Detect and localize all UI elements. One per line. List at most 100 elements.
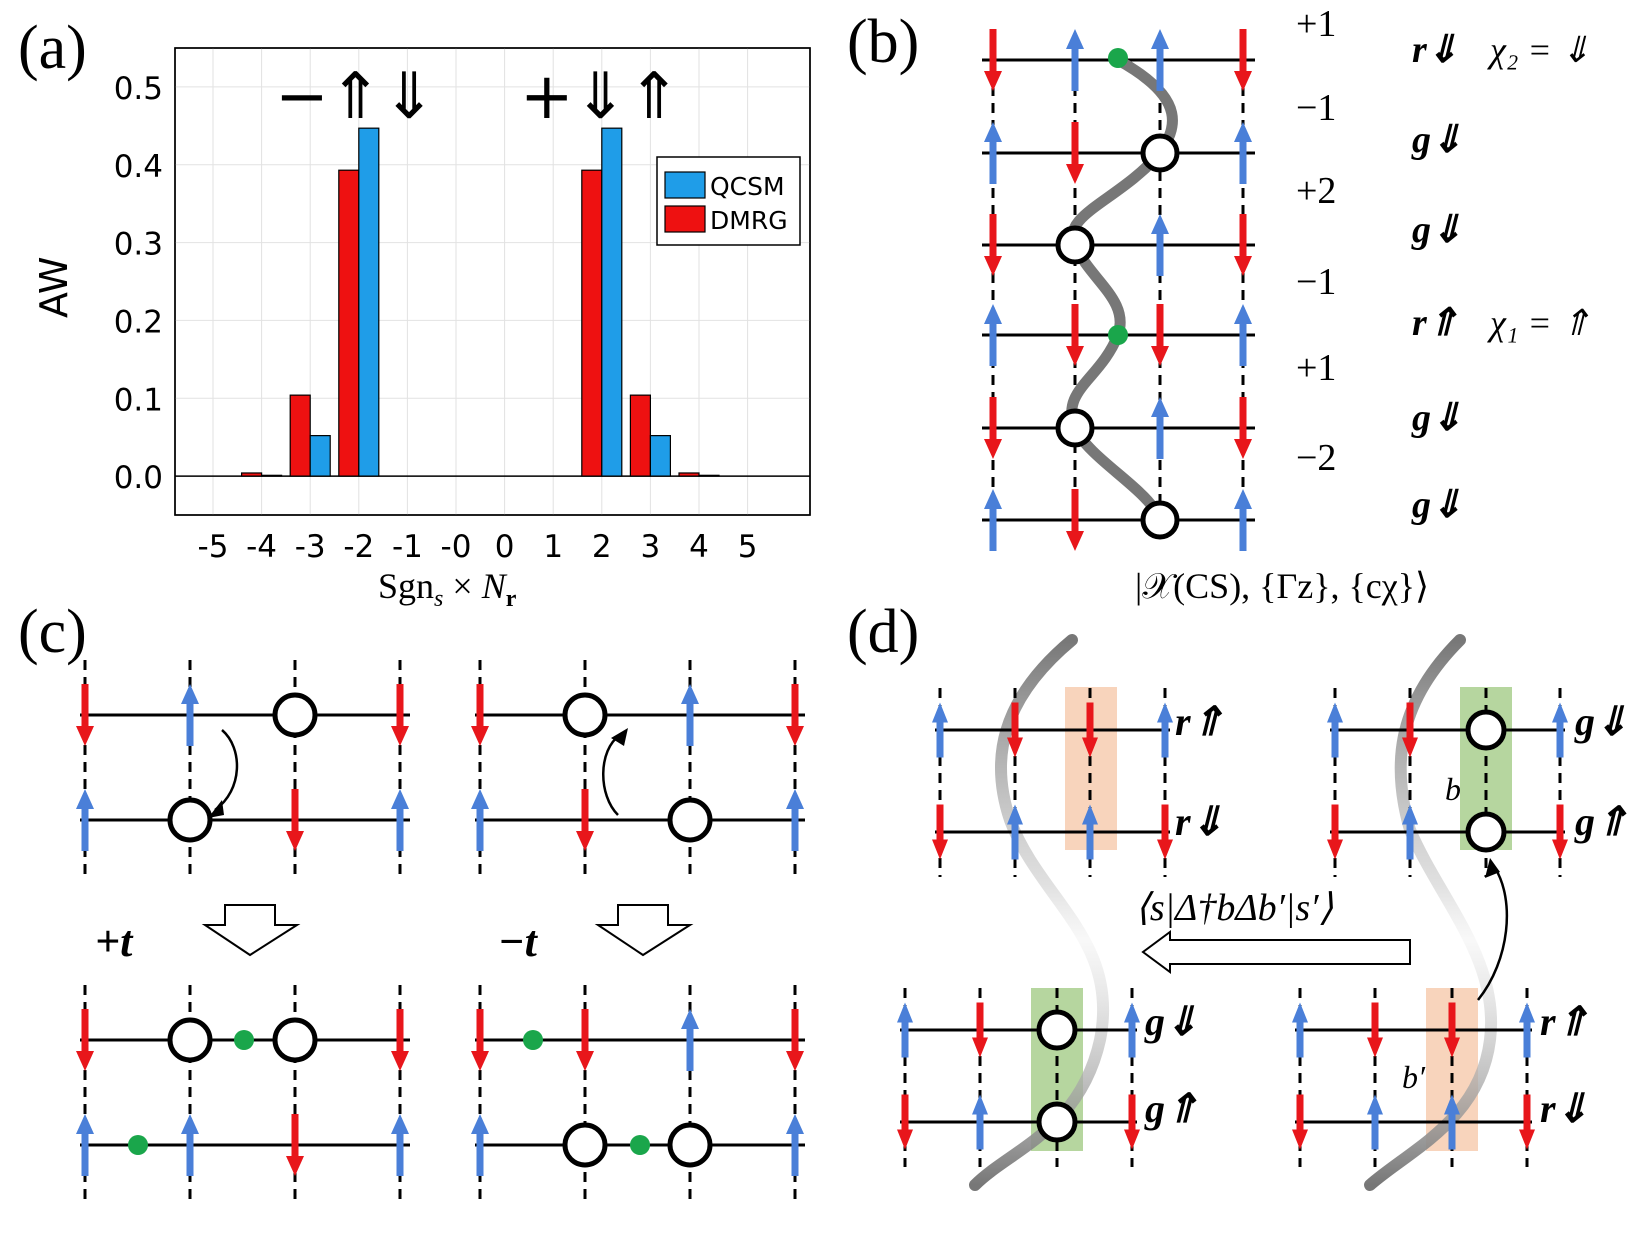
b-label: b — [1445, 771, 1461, 807]
spin-up-icon — [972, 1094, 988, 1115]
spin-up-icon — [1292, 1002, 1308, 1023]
x-tick-label: -3 — [295, 529, 326, 565]
n-1: +1 — [1296, 3, 1336, 45]
spin-up-icon — [984, 304, 1002, 324]
label-tr-1: g⇓ — [1574, 699, 1629, 744]
spin-up-icon — [984, 122, 1002, 142]
row-label-2: g⇓ — [1411, 119, 1463, 161]
hop-arrow-left — [214, 729, 239, 812]
legend-swatch-dmrg — [664, 205, 706, 233]
lattice-d — [897, 688, 1568, 1167]
n-2: −1 — [1296, 87, 1336, 129]
spin-up-icon — [1402, 804, 1418, 825]
row-label-4: r⇑ — [1412, 302, 1459, 344]
spin-up-icon — [786, 1114, 804, 1134]
spin-up-icon — [471, 1114, 489, 1134]
panel-c: (c) +t −t — [18, 598, 805, 1205]
spin-up-icon — [1234, 122, 1252, 142]
hole-dot — [234, 1030, 254, 1050]
spin-down-icon — [286, 831, 304, 851]
bar-qcsm — [261, 474, 283, 477]
b-prime-label: b′ — [1402, 1059, 1426, 1095]
panel-b: (b) +1 −1 +2 −1 +1 −2 r⇓ g⇓ g⇓ r⇑ g⇓ g⇓ … — [847, 3, 1591, 606]
hole-circle — [1465, 811, 1507, 853]
spin-up-icon — [1519, 1002, 1535, 1023]
spin-down-icon — [932, 839, 948, 860]
y-tick-label: 0.4 — [114, 149, 163, 185]
panel-b-label: (b) — [847, 8, 919, 76]
spin-up-icon — [1234, 489, 1252, 509]
spin-up-icon — [471, 789, 489, 809]
spin-up-icon — [1552, 702, 1568, 723]
hole-circle — [167, 797, 213, 843]
hole-circle — [1036, 1101, 1078, 1143]
y-tick-label: 0.5 — [114, 71, 163, 107]
spin-down-icon — [286, 1156, 304, 1176]
spin-down-icon — [471, 1051, 489, 1071]
spin-up-icon — [681, 684, 699, 704]
hole-circle — [667, 1122, 713, 1168]
spin-down-icon — [1402, 737, 1418, 758]
string-right — [1364, 634, 1498, 1191]
spin-down-icon — [1367, 1037, 1383, 1058]
spin-down-icon — [1151, 346, 1169, 366]
label-br-2: r⇓ — [1540, 1086, 1589, 1131]
spin-up-icon — [1082, 804, 1098, 825]
hole-circle — [1140, 500, 1180, 540]
hole-dot — [1108, 325, 1128, 345]
spin-up-icon — [1151, 397, 1169, 417]
arrow-left-icon — [1141, 930, 1411, 974]
spin-down-icon — [1292, 1129, 1308, 1150]
spin-down-icon — [76, 726, 94, 746]
lattice-c — [76, 660, 805, 1205]
spin-up-icon — [76, 789, 94, 809]
spin-up-icon — [984, 489, 1002, 509]
y-axis-label: AW — [32, 257, 76, 319]
x-tick-label: 3 — [641, 529, 661, 565]
spin-down-icon — [576, 831, 594, 851]
curved-arrow — [1477, 867, 1509, 1001]
hole-dot — [1108, 48, 1128, 68]
legend-swatch-qcsm — [664, 171, 706, 199]
spin-down-icon — [984, 439, 1002, 459]
bar-dmrg — [338, 169, 360, 477]
legend-qcsm: QCSM — [710, 172, 785, 201]
label-br-1: r⇑ — [1540, 999, 1589, 1044]
hole-circle — [272, 692, 318, 738]
x-tick-label: 2 — [592, 529, 612, 565]
bar-qcsm — [698, 474, 720, 477]
legend-dmrg: DMRG — [710, 206, 788, 235]
spin-up-icon — [681, 1009, 699, 1029]
spin-up-icon — [1151, 214, 1169, 234]
row-label-5: g⇓ — [1411, 397, 1463, 439]
row-label-3: g⇓ — [1411, 209, 1463, 251]
spin-up-icon — [391, 1114, 409, 1134]
x-tick-label: 4 — [689, 529, 709, 565]
row-label-6: g⇓ — [1411, 484, 1463, 526]
bar-dmrg — [241, 472, 263, 477]
y-tick-label: 0.1 — [114, 382, 163, 418]
bar-qcsm — [309, 435, 331, 477]
hole-circle — [1055, 225, 1095, 265]
hole-circle — [667, 797, 713, 843]
spin-up-icon — [181, 684, 199, 704]
spin-down-icon — [984, 71, 1002, 91]
hole-dot — [128, 1135, 148, 1155]
spin-up-icon — [1124, 1002, 1140, 1023]
spin-down-icon — [576, 1051, 594, 1071]
chi2: χ₂ = ⇓ — [1487, 30, 1591, 70]
label-tl-2: r⇓ — [1175, 799, 1224, 844]
chi1: χ₁ = ⇑ — [1487, 303, 1591, 343]
hop-arrow-right — [602, 733, 621, 816]
spin-up-icon — [181, 1114, 199, 1134]
hole-circle — [272, 1017, 318, 1063]
annotation-minus: −⇑⇓ — [275, 60, 436, 134]
panel-d-label: (d) — [847, 598, 919, 666]
hole-dot — [630, 1135, 650, 1155]
spin-up-icon — [1157, 702, 1173, 723]
spin-down-icon — [1157, 839, 1173, 860]
matrix-element: ⟨s|Δ†bΔb′|s′⟩ — [1135, 887, 1334, 929]
plot-frame — [174, 47, 811, 516]
x-tick-label: 5 — [738, 529, 758, 565]
